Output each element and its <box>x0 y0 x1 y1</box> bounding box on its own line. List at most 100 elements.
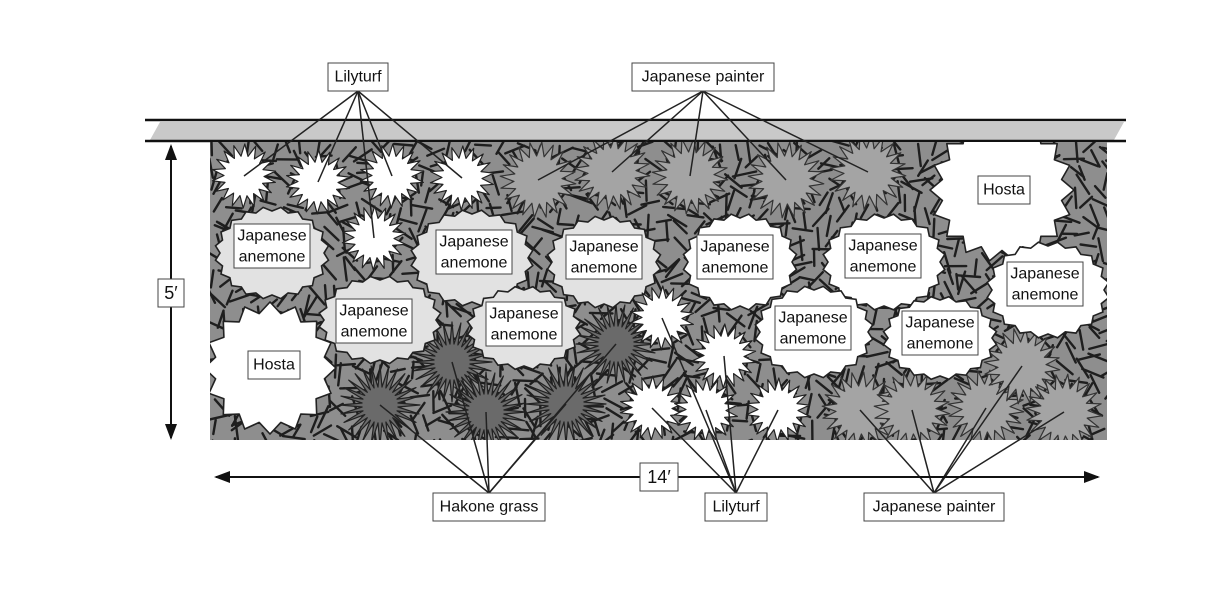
label-text: Japanese <box>569 239 638 256</box>
hatch-stroke <box>1113 232 1114 253</box>
hatch-stroke <box>394 144 413 146</box>
label-text: anemone <box>702 260 769 277</box>
hatch-stroke <box>226 207 242 208</box>
label-text: anemone <box>1012 287 1079 304</box>
hatch-stroke <box>260 160 276 161</box>
hatch-stroke <box>487 208 501 209</box>
label-anemone: Japanese anemone <box>336 299 412 343</box>
hatch-stroke <box>978 445 999 451</box>
label-hakone-grass: Hakone grass <box>433 493 545 521</box>
hatch-stroke <box>733 421 747 422</box>
hatch-stroke <box>1103 444 1121 456</box>
label-text: Japanese <box>905 315 974 332</box>
height-label: 5′ <box>164 283 178 303</box>
hatch-stroke <box>558 224 574 225</box>
hatch-stroke <box>412 362 414 379</box>
hatch-stroke <box>1075 188 1076 208</box>
top-wall <box>145 120 1126 141</box>
dimension-height: 5′ <box>158 144 184 440</box>
hatch-stroke <box>314 440 315 458</box>
label-text: Japanese painter <box>642 69 765 86</box>
label-text: Hosta <box>253 357 295 374</box>
hatch-stroke <box>957 275 980 277</box>
arrow-right-icon <box>1084 471 1100 483</box>
label-anemone: Japanese anemone <box>775 306 851 350</box>
label-text: Lilyturf <box>712 499 760 516</box>
label-text: Lilyturf <box>334 69 382 86</box>
hatch-stroke <box>213 441 227 452</box>
label-text: anemone <box>850 259 917 276</box>
hatch-stroke <box>934 219 935 237</box>
hatch-stroke <box>561 440 577 445</box>
label-text: anemone <box>491 327 558 344</box>
label-hosta-right: Hosta <box>978 176 1030 204</box>
hatch-stroke <box>495 442 507 458</box>
hatch-stroke <box>1115 419 1121 434</box>
hatch-stroke <box>666 221 667 241</box>
label-anemone: Japanese anemone <box>697 235 773 279</box>
hatch-stroke <box>1107 341 1128 348</box>
label-hosta-left: Hosta <box>248 351 300 379</box>
label-lilyturf-top: Lilyturf <box>328 63 388 91</box>
hatch-stroke <box>1108 175 1109 194</box>
arrow-down-icon <box>165 424 177 440</box>
label-text: anemone <box>441 255 508 272</box>
hatch-stroke <box>335 355 336 378</box>
hatch-stroke <box>732 440 752 447</box>
label-text: Hosta <box>983 182 1025 199</box>
hatch-stroke <box>543 441 562 444</box>
label-text: anemone <box>571 260 638 277</box>
hatch-stroke <box>528 272 529 287</box>
hatch-stroke <box>1106 161 1124 168</box>
label-text: Japanese <box>700 239 769 256</box>
hatch-stroke <box>380 445 401 446</box>
hatch-stroke <box>867 439 870 461</box>
hatch-stroke <box>944 443 962 450</box>
dimension-width: 14′ <box>214 463 1100 491</box>
label-anemone: Japanese anemone <box>486 302 562 346</box>
hatch-stroke <box>1109 261 1111 280</box>
hatch-stroke <box>798 438 802 455</box>
label-text: anemone <box>780 331 847 348</box>
hatch-stroke <box>352 427 353 441</box>
label-anemone: Japanese anemone <box>234 224 310 268</box>
width-label: 14′ <box>647 467 671 487</box>
label-text: Japanese <box>439 234 508 251</box>
label-anemone: Japanese anemone <box>845 234 921 278</box>
hatch-stroke <box>442 442 460 455</box>
hatch-stroke <box>1114 393 1122 407</box>
hatch-stroke <box>990 446 1004 454</box>
hatch-stroke <box>646 181 647 201</box>
label-text: Japanese <box>848 238 917 255</box>
arrow-up-icon <box>165 144 177 160</box>
hatch-stroke <box>744 444 758 447</box>
hatch-stroke <box>1112 200 1124 210</box>
hatch-stroke <box>617 449 641 450</box>
hatch-stroke <box>292 446 308 452</box>
hatch-stroke <box>564 187 580 188</box>
arrow-left-icon <box>214 471 230 483</box>
planting-bed <box>204 119 1128 461</box>
label-anemone: Japanese anemone <box>436 230 512 274</box>
hatch-stroke <box>975 259 977 274</box>
label-text: Japanese <box>237 228 306 245</box>
label-anemone: Japanese anemone <box>1007 262 1083 306</box>
hatch-stroke <box>726 194 727 218</box>
label-text: anemone <box>239 249 306 266</box>
label-text: Japanese painter <box>873 499 996 516</box>
hatch-stroke <box>1116 405 1118 428</box>
hatch-stroke <box>818 228 820 250</box>
label-anemone: Japanese anemone <box>902 311 978 355</box>
hatch-stroke <box>647 215 648 237</box>
hatch-stroke <box>1106 297 1126 305</box>
hatch-stroke <box>475 145 491 146</box>
label-anemone: Japanese anemone <box>566 235 642 279</box>
label-text: Hakone grass <box>440 499 539 516</box>
label-text: Japanese <box>1010 266 1079 283</box>
hatch-stroke <box>340 388 358 389</box>
hatch-stroke <box>312 212 327 213</box>
hatch-stroke <box>1039 440 1058 445</box>
label-japanese-painter-bottom: Japanese painter <box>864 493 1004 521</box>
